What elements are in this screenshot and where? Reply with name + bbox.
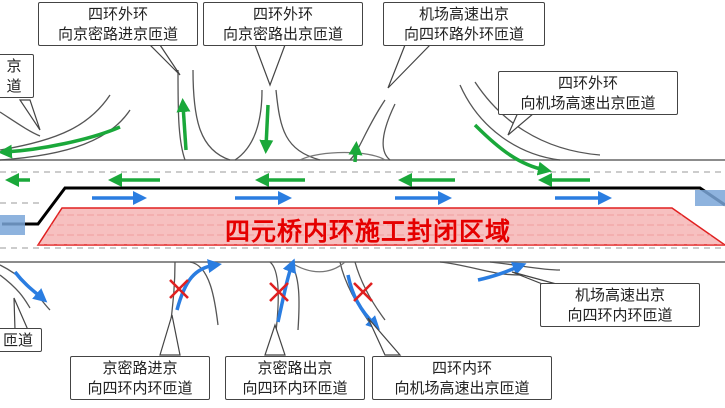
closure-zone-title: 四元桥内环施工封闭区域: [225, 217, 512, 246]
callout-line2: 向机场高速出京匝道: [394, 379, 530, 397]
callout-line1: 四环外环: [557, 74, 618, 92]
callout-left-lower-partial: 匝道: [0, 328, 42, 352]
callout-line1: 京: [6, 57, 22, 75]
callout-line2: 匝道: [2, 331, 33, 349]
upper-ramps: [0, 69, 601, 161]
callout-line2: 道: [6, 77, 22, 95]
callout-line2: 向京密路进京匝道: [57, 25, 178, 43]
outer-ring-arrows: [0, 98, 590, 187]
callout-line1: 四环外环: [252, 5, 313, 23]
closed-mark-jingmi-in: [169, 279, 189, 299]
callout-airport-to-inner: 机场高速出京 向四环内环匝道: [540, 283, 700, 327]
callout-inner-to-airport: 四环内环 向机场高速出京匝道: [372, 356, 552, 400]
closed-mark-airport: [353, 282, 373, 302]
callout-line2: 向机场高速出京匝道: [520, 94, 656, 112]
callout-line2: 向京密路出京匝道: [222, 25, 343, 43]
callout-line2: 向四环路外环匝道: [403, 25, 524, 43]
callout-line2: 向四环内环匝道: [87, 379, 193, 397]
callout-line1: 机场高速出京: [418, 5, 509, 23]
callout-outer-to-jingmi-out: 四环外环 向京密路出京匝道: [203, 2, 363, 46]
blue-panel-right: [695, 190, 725, 206]
lower-ramps: [0, 261, 561, 341]
callout-line1: 京密路进京: [102, 359, 178, 377]
callout-line1: 四环外环: [87, 5, 148, 23]
callout-airport-to-outer: 机场高速出京 向四环路外环匝道: [383, 2, 545, 46]
callout-left-upper-partial: 京 道: [0, 54, 34, 98]
callout-outer-to-airport: 四环外环 向机场高速出京匝道: [498, 71, 678, 115]
callout-line1: 京密路出京: [257, 359, 333, 377]
callout-outer-to-jingmi-in: 四环外环 向京密路进京匝道: [38, 2, 198, 46]
callout-line2: 向四环内环匝道: [242, 379, 348, 397]
callout-line2: 向四环内环匝道: [567, 306, 673, 324]
closed-marks: [169, 279, 373, 302]
callout-jingmi-out-to-inner: 京密路出京 向四环内环匝道: [225, 356, 365, 400]
blue-panel-left: [0, 215, 25, 235]
callout-line1: 机场高速出京: [574, 286, 665, 304]
closed-mark-jingmi-out: [269, 282, 289, 302]
callout-jingmi-in-to-inner: 京密路进京 向四环内环匝道: [70, 356, 210, 400]
callout-line1: 四环内环: [431, 359, 492, 377]
